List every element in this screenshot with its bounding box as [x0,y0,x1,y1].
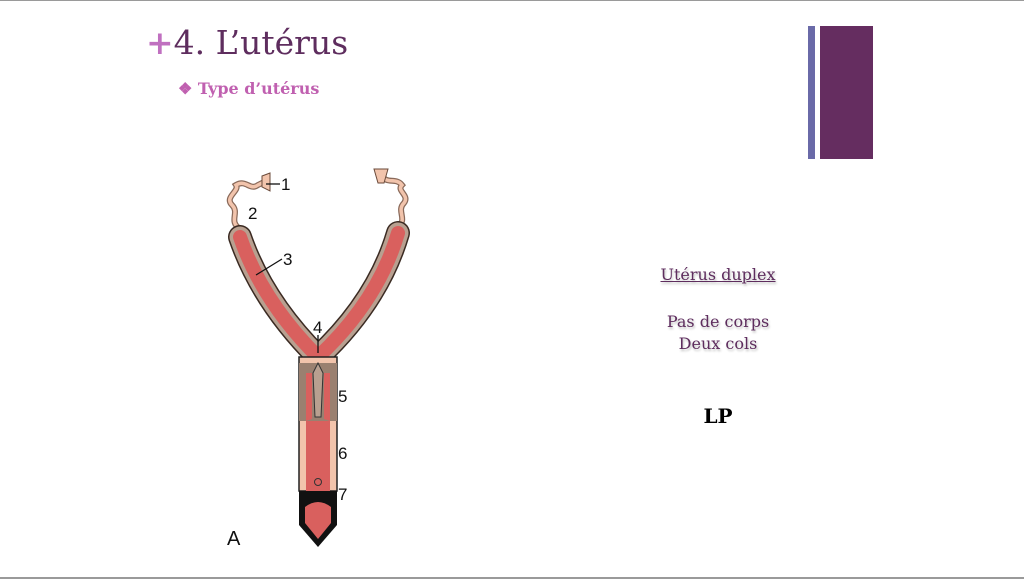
label-1: 1 [281,175,290,194]
label-4: 4 [313,318,322,337]
label-5: 5 [338,387,347,406]
label-6: 6 [338,444,347,463]
cervix-vagina [298,356,338,547]
species-note: LP [703,404,733,428]
label-lines [255,183,319,353]
title-text: 4. L’utérus [173,23,349,62]
label-2: 2 [248,204,257,223]
decor-bar-wide [820,26,873,159]
subtitle-text: Type d’utérus [197,79,320,98]
label-3: 3 [283,250,292,269]
oviduct-left [226,172,271,232]
uterus-type-heading: Utérus duplex [660,265,776,284]
info-line-2: Deux cols [678,334,758,353]
plus-icon: + [146,23,174,62]
panel-label: A [227,528,241,550]
oviduct-right [373,168,409,230]
label-7: 7 [338,485,347,504]
slide-title: +4. L’utérus [146,23,348,62]
diamond-bullet-icon: ❖ [178,79,193,98]
subtitle: ❖ Type d’utérus [178,79,319,98]
uterine-horns [228,221,410,374]
decor-bar-thin [808,26,815,159]
info-line-1: Pas de corps [666,312,770,331]
